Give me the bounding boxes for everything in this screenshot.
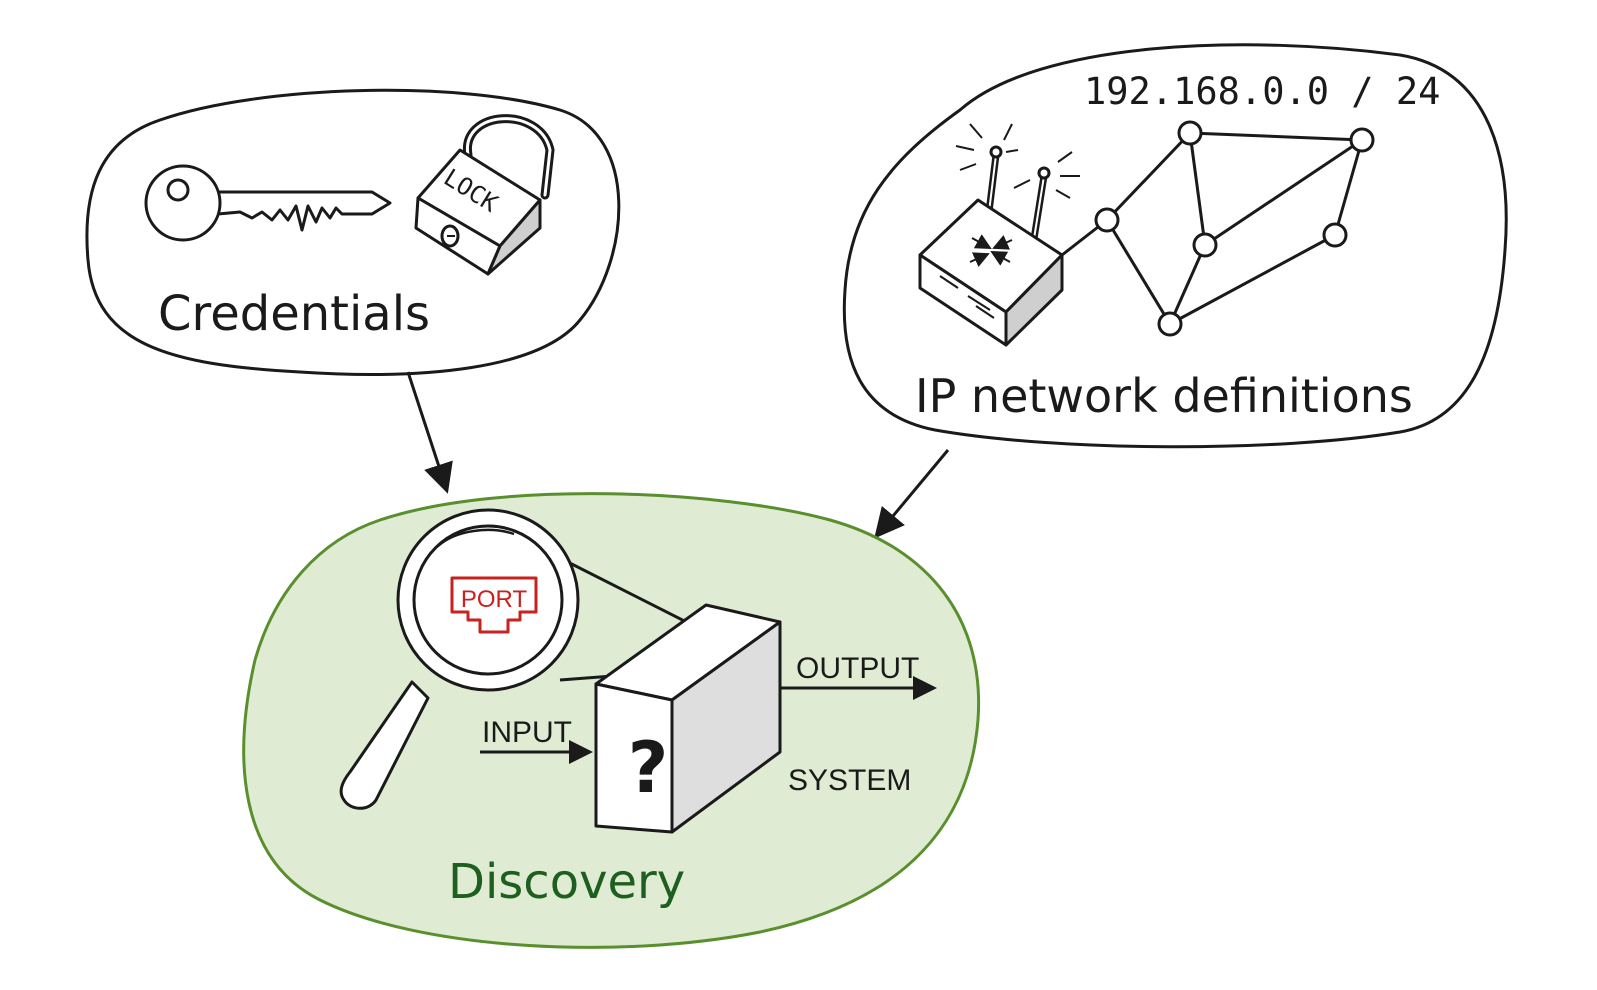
ip-network-blob bbox=[842, 43, 1508, 449]
router-icon bbox=[918, 123, 1080, 347]
arrow-ip-network-to-discovery bbox=[874, 449, 950, 539]
system-label: SYSTEM bbox=[788, 764, 911, 797]
lock-icon: LOCK bbox=[414, 114, 555, 276]
black-box-icon: ? bbox=[594, 603, 782, 834]
discovery-label: Discovery bbox=[448, 854, 685, 910]
ip-network-label: IP network definitions bbox=[915, 369, 1413, 423]
ip-network-node: 192.168.0.0 / 24 bbox=[842, 43, 1508, 449]
network-graph-icon bbox=[1061, 120, 1375, 337]
credentials-node: LOCK Credentials bbox=[85, 88, 621, 376]
credentials-blob bbox=[85, 88, 621, 376]
port-label: PORT bbox=[461, 586, 528, 613]
output-label: OUTPUT bbox=[796, 652, 919, 685]
credentials-label: Credentials bbox=[158, 286, 430, 342]
key-icon bbox=[144, 164, 392, 242]
discovery-node: PORT ? INPUT OUTPUT SYSTEM Discovery bbox=[242, 492, 981, 949]
input-label: INPUT bbox=[482, 716, 572, 749]
cidr-label: 192.168.0.0 / 24 bbox=[1084, 70, 1440, 113]
arrow-credentials-to-discovery bbox=[406, 371, 453, 494]
box-question-mark: ? bbox=[628, 727, 669, 809]
port-icon: PORT bbox=[450, 576, 538, 634]
